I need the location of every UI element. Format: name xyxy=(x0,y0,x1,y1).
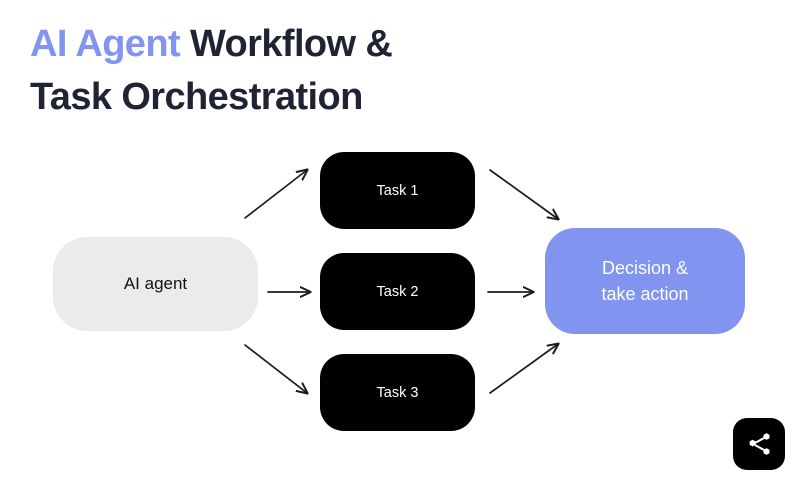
page-title-rest: Workflow & Task Orchestration xyxy=(30,23,393,118)
edge-agent-to-task-3 xyxy=(244,344,307,393)
node-task-3-label: Task 3 xyxy=(376,384,419,401)
share-icon xyxy=(749,433,770,455)
node-task-2-label: Task 2 xyxy=(376,283,419,300)
node-task-1-label: Task 1 xyxy=(376,182,419,199)
page-title-accent: AI Agent xyxy=(30,23,181,65)
edge-task-1-to-decision xyxy=(489,169,558,219)
edge-task-3-to-decision xyxy=(489,344,558,394)
node-ai-agent[interactable]: AI agent xyxy=(53,237,258,331)
node-ai-agent-label: AI agent xyxy=(123,274,188,293)
node-decision-take-action-label: Decision & take action xyxy=(601,258,689,304)
node-task-1[interactable]: Task 1 xyxy=(320,152,475,229)
page-title: AI Agent Workflow & Task Orchestration xyxy=(30,18,670,124)
edge-agent-to-task-1 xyxy=(244,170,307,219)
node-task-2[interactable]: Task 2 xyxy=(320,253,475,330)
node-decision-take-action[interactable]: Decision & take action xyxy=(545,228,745,334)
node-task-3[interactable]: Task 3 xyxy=(320,354,475,431)
share-badge[interactable] xyxy=(733,418,785,470)
